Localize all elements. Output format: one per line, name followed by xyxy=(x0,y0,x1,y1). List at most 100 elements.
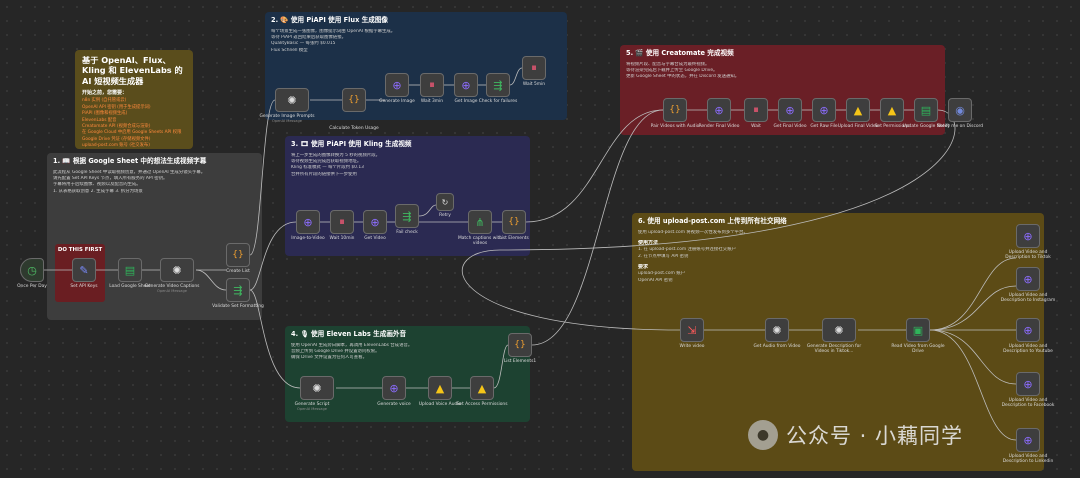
drive-node-box[interactable]: ▣ xyxy=(906,318,930,342)
http-node-box[interactable]: ⊕ xyxy=(454,73,478,97)
node-get-video[interactable]: ⊕ Get Video xyxy=(363,210,403,241)
node-generate-description[interactable]: ✺ Generate Description for Videos in Tik… xyxy=(807,318,862,355)
code-node-box[interactable]: {} xyxy=(508,333,532,357)
code-node-box[interactable]: {} xyxy=(226,243,250,267)
if-node-box[interactable]: ⇶ xyxy=(486,73,510,97)
node-match-captions[interactable]: ⋔ Match captions with videos xyxy=(458,210,508,247)
pause-icon: ⏸ xyxy=(339,215,345,228)
node-upload-final-video[interactable]: ▲ Upload Final Video xyxy=(838,98,886,129)
sheets-node-box[interactable]: ▤ xyxy=(118,258,142,282)
http-node-box[interactable]: ⊕ xyxy=(778,98,802,122)
http-node-box[interactable]: ⊕ xyxy=(812,98,836,122)
openai-node-box[interactable]: ✺ xyxy=(275,88,309,112)
openai-node-box[interactable]: ✺ xyxy=(765,318,789,342)
node-set-api-keys[interactable]: ✎ Set API Keys xyxy=(70,258,112,289)
node-generate-image-prompts[interactable]: ✺ Generate Image Prompts OpenAI Message xyxy=(259,88,315,124)
node-get-image[interactable]: ⊕ Get Image xyxy=(454,73,494,104)
node-get-final-video[interactable]: ⊕ Get Final Video xyxy=(773,98,818,129)
code-node-box[interactable]: {} xyxy=(342,88,366,112)
node-wait[interactable]: ⏸ Wait xyxy=(744,98,784,129)
http-node-box[interactable]: ⊕ xyxy=(296,210,320,234)
node-set-access-permissions[interactable]: ▲ Set Access Permissions xyxy=(457,376,510,407)
wait-node-box[interactable]: ⏸ xyxy=(522,56,546,80)
node-validate-set-formatting[interactable]: ⇶ Validate Set Formatting xyxy=(212,278,266,309)
node-get-raw-file[interactable]: ⊕ Get Raw File xyxy=(810,98,852,129)
retry-node-box[interactable]: ↻ xyxy=(436,193,454,211)
wait-node-box[interactable]: ⏸ xyxy=(420,73,444,97)
openai-node-box[interactable]: ✺ xyxy=(160,258,194,282)
node-upload-voice-audio[interactable]: ▲ Upload Voice Audio xyxy=(419,376,468,407)
if-node-box[interactable]: ⇶ xyxy=(226,278,250,302)
node-create-list[interactable]: {} Create List xyxy=(226,243,266,274)
node-upload-facebook[interactable]: ⊕ Upload Video and Description to Facebo… xyxy=(1002,372,1056,409)
node-label: Pair Videos with Audio xyxy=(650,124,700,129)
http-node-box[interactable]: ⊕ xyxy=(1016,318,1040,342)
google-drive-icon: ▲ xyxy=(887,103,897,117)
intro-item: n8n 实例 (自托管或云) xyxy=(82,98,127,104)
http-node-box[interactable]: ⊕ xyxy=(1016,428,1040,452)
write-file-node-box[interactable]: ⇲ xyxy=(680,318,704,342)
http-node-box[interactable]: ⊕ xyxy=(1016,224,1040,248)
set-node-box[interactable]: ✎ xyxy=(72,258,96,282)
node-list-elements[interactable]: {} List Elements xyxy=(499,210,542,241)
drive-node-box[interactable]: ▲ xyxy=(470,376,494,400)
intro-sticky-note[interactable]: 基于 OpenAI、Flux、Kling 和 ElevenLabs 的 AI 短… xyxy=(75,50,193,149)
node-wait-3min[interactable]: ⏸ Wait 3min xyxy=(420,73,460,104)
node-upload-instagram[interactable]: ⊕ Upload Video and Description to Instag… xyxy=(1001,267,1056,304)
wait-node-box[interactable]: ⏸ xyxy=(330,210,354,234)
intro-item: upload-post.com 账号 (社交发布) xyxy=(82,143,150,149)
section-4-note[interactable]: 4. 🎙 使用 Eleven Labs 生成画外音 使用 OpenAI 生成旁白… xyxy=(285,326,530,422)
node-once-per-day[interactable]: ◷ Once Per Day xyxy=(17,258,60,289)
node-render-final-video[interactable]: ⊕ Render Final Video xyxy=(699,98,747,129)
node-wait-5min[interactable]: ⏸ Wait 5min xyxy=(522,56,562,87)
merge-node-box[interactable]: ⋔ xyxy=(468,210,492,234)
code-node-box[interactable]: {} xyxy=(663,98,687,122)
http-node-box[interactable]: ⊕ xyxy=(382,376,406,400)
section-2-note[interactable]: 2. 🎨 使用 PiAPI 使用 Flux 生成图像 每个场景生成一张图像，图像… xyxy=(265,12,567,120)
code-node-box[interactable]: {} xyxy=(502,210,526,234)
drive-node-box[interactable]: ▲ xyxy=(846,98,870,122)
node-upload-youtube[interactable]: ⊕ Upload Video and Description to Youtub… xyxy=(1003,318,1056,355)
node-update-google-sheet[interactable]: ▤ Update Google Sheet xyxy=(903,98,954,129)
http-node-box[interactable]: ⊕ xyxy=(363,210,387,234)
discord-node-box[interactable]: ◉ xyxy=(948,98,972,122)
schedule-trigger-box[interactable]: ◷ xyxy=(20,258,44,282)
node-fail-check[interactable]: ⇶ Fail check xyxy=(395,204,435,235)
node-generate-image[interactable]: ⊕ Generate Image xyxy=(379,73,425,104)
sheets-node-box[interactable]: ▤ xyxy=(914,98,938,122)
node-generate-video-captions[interactable]: ✺ Generate Video Captions OpenAI Message xyxy=(145,258,200,294)
node-get-audio-from-video[interactable]: ✺ Get Audio from Video xyxy=(753,318,805,349)
node-notify-discord[interactable]: ◉ Notify me on Discord xyxy=(937,98,988,129)
node-upload-tiktok[interactable]: ⊕ Upload Video and Description to Tiktok xyxy=(1005,224,1056,261)
node-set-permissions[interactable]: ▲ Set Permissions xyxy=(875,98,920,129)
node-list-elements-1[interactable]: {} List Elements1 xyxy=(504,333,548,364)
drive-node-box[interactable]: ▲ xyxy=(880,98,904,122)
node-pair-videos-with-audio[interactable]: {} Pair Videos with Audio xyxy=(651,98,703,129)
split-icon: ⇶ xyxy=(233,283,243,297)
if-node-box[interactable]: ⇶ xyxy=(395,204,419,228)
section-4-line: 确保 Drive 文件设置为任何人可查看。 xyxy=(291,355,367,361)
node-retry[interactable]: ↻ Retry xyxy=(436,193,473,218)
openai-node-box[interactable]: ✺ xyxy=(300,376,334,400)
node-upload-linkedin[interactable]: ⊕ Upload Video and Description to Linked… xyxy=(1003,428,1056,465)
node-calculate-token-usage[interactable]: {} Calculate Token Usage xyxy=(329,88,382,131)
node-write-video[interactable]: ⇲ Write video xyxy=(680,318,720,349)
http-node-box[interactable]: ⊕ xyxy=(1016,267,1040,291)
split-icon: ⇶ xyxy=(493,78,503,92)
http-node-box[interactable]: ⊕ xyxy=(707,98,731,122)
node-wait-10min[interactable]: ⏸ Wait 10min xyxy=(330,210,370,241)
node-image-to-video[interactable]: ⊕ Image-to-Video xyxy=(291,210,336,241)
node-read-video-drive[interactable]: ▣ Read Video from Google Drive xyxy=(891,318,946,355)
node-check-for-failures[interactable]: ⇶ Check for failures xyxy=(479,73,526,104)
openai-node-box[interactable]: ✺ xyxy=(822,318,856,342)
drive-node-box[interactable]: ▲ xyxy=(428,376,452,400)
http-node-box[interactable]: ⊕ xyxy=(1016,372,1040,396)
node-generate-voice[interactable]: ⊕ Generate voice xyxy=(377,376,422,407)
http-node-box[interactable]: ⊕ xyxy=(385,73,409,97)
file-write-icon: ⇲ xyxy=(687,323,697,337)
node-generate-script[interactable]: ✺ Generate Script OpenAI Message xyxy=(295,376,340,412)
node-load-google-sheet[interactable]: ▤ Load Google Sheet xyxy=(109,258,158,289)
globe-icon: ⊕ xyxy=(1023,377,1033,391)
wait-node-box[interactable]: ⏸ xyxy=(744,98,768,122)
